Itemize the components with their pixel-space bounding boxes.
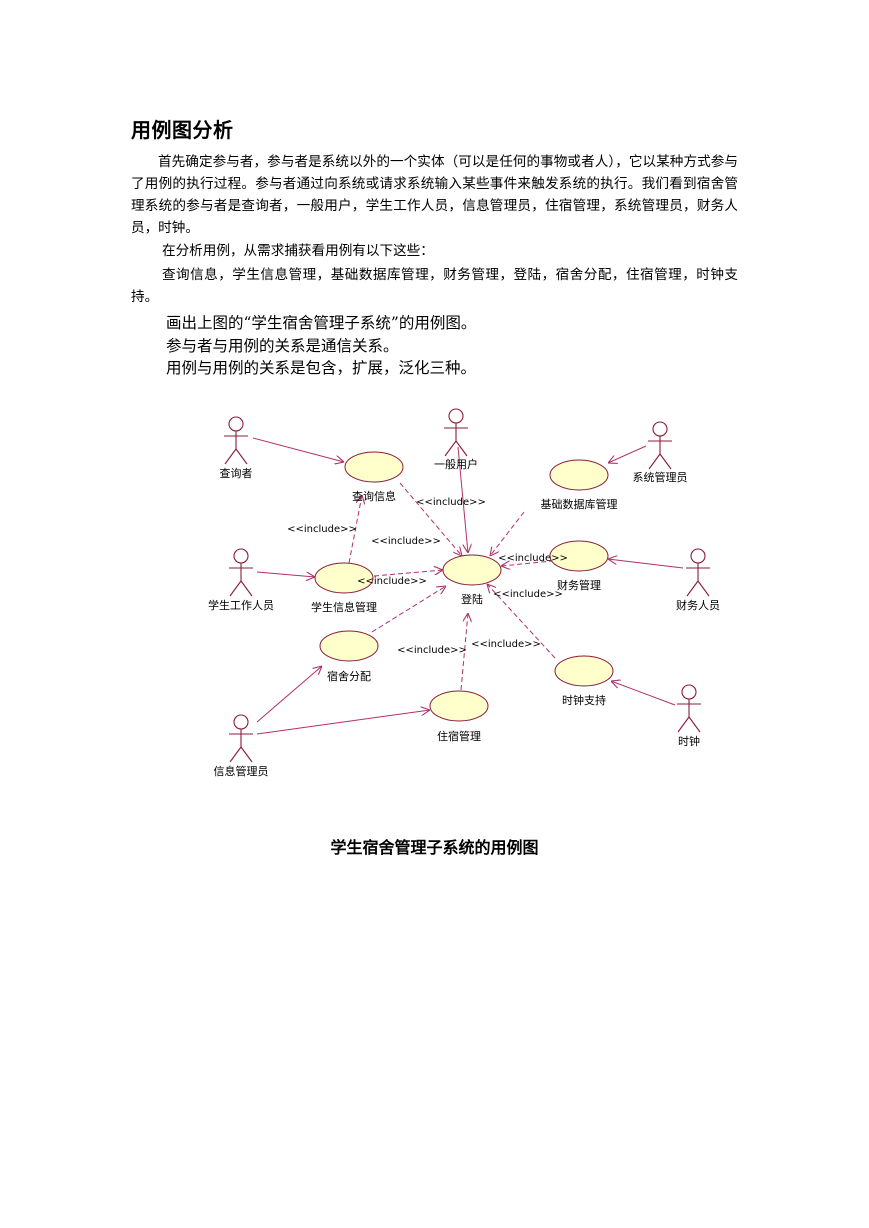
include-lodging-login — [460, 613, 468, 691]
link-infoadmin-dorm — [256, 666, 322, 723]
usecase-label-query-info: 查询信息 — [352, 489, 396, 503]
usecase-label-dorm-assign: 宿舍分配 — [327, 669, 371, 683]
include-studentinfo-login — [373, 570, 443, 577]
link-sysadmin-basedb — [608, 445, 647, 463]
figure-caption: 学生宿舍管理子系统的用例图 — [330, 838, 539, 857]
include-stereotype-label: <<include>> — [287, 524, 357, 535]
include-basedb-login — [490, 511, 525, 556]
include-stereotype-label: <<include>> — [357, 576, 427, 587]
diagram-labels: <<include>> <<include>> <<include>> <<inclu… — [208, 457, 720, 778]
usecase-lodging-mgmt — [429, 690, 489, 722]
section-heading: 用例图分析 — [131, 118, 234, 142]
include-studentinfo-query — [348, 495, 362, 564]
usecase-login — [442, 554, 502, 586]
include-stereotype-label: <<include>> — [493, 589, 563, 600]
link-user-login — [457, 446, 468, 553]
actor-student-staff-icon — [229, 548, 253, 597]
actor-label-finance-staff: 财务人员 — [676, 598, 720, 612]
paragraph-usecase-intro: 在分析用例，从需求捕获看用例有以下这些： — [162, 243, 434, 259]
usecase-student-info — [314, 562, 374, 594]
actor-general-user-icon — [444, 408, 468, 457]
note-usecase-relation: 用例与用例的关系是包含，扩展，泛化三种。 — [166, 359, 477, 377]
link-inquirer-query — [252, 437, 344, 462]
diagram-shapes — [224, 408, 710, 763]
usecase-base-db — [549, 459, 609, 491]
actor-label-sys-admin: 系统管理员 — [633, 470, 688, 484]
actor-label-info-admin: 信息管理员 — [214, 764, 269, 778]
actor-finance-staff-icon — [686, 548, 710, 597]
usecase-query-info — [344, 451, 404, 483]
actor-clock-icon — [677, 684, 701, 733]
include-stereotype-label: <<include>> — [471, 639, 541, 650]
actor-label-student-staff: 学生工作人员 — [208, 598, 274, 612]
usecase-clock-support — [554, 655, 614, 687]
actor-sys-admin-icon — [648, 421, 672, 470]
usecase-label-finance-mgmt: 财务管理 — [557, 578, 601, 592]
usecase-label-clock-support: 时钟支持 — [562, 693, 606, 707]
usecase-label-lodging-mgmt: 住宿管理 — [437, 729, 481, 743]
usecase-label-base-db: 基础数据库管理 — [541, 497, 618, 511]
include-stereotype-label: <<include>> — [498, 553, 568, 564]
usecase-label-student-info: 学生信息管理 — [311, 600, 377, 614]
paragraph-actors: 首先确定参与者，参与者是系统以外的一个实体（可以是任何的事物或者人），它以某种方… — [131, 154, 738, 236]
include-stereotype-label: <<include>> — [397, 645, 467, 656]
actor-label-clock: 时钟 — [678, 734, 700, 748]
actor-inquirer-icon — [224, 416, 248, 465]
link-staff-studentinfo — [256, 571, 315, 577]
include-stereotype-label: <<include>> — [416, 497, 486, 508]
usecase-label-login: 登陆 — [461, 592, 483, 606]
paragraph-usecase-list: 查询信息，学生信息管理，基础数据库管理，财务管理，登陆，宿舍分配，住宿管理，时钟… — [131, 267, 738, 305]
actor-label-inquirer: 查询者 — [220, 466, 253, 480]
diagram-links — [252, 437, 684, 735]
link-finance-financemgmt — [608, 559, 684, 569]
actor-label-general-user: 一般用户 — [434, 457, 478, 471]
include-stereotype-label: <<include>> — [371, 536, 441, 547]
usecase-dorm-assign — [319, 630, 379, 662]
note-draw-diagram: 画出上图的“学生宿舍管理子系统”的用例图。 — [166, 314, 477, 332]
link-clock-clocksupport — [611, 681, 676, 706]
include-clock-login — [487, 584, 556, 659]
actor-info-admin-icon — [229, 714, 253, 763]
note-actor-relation: 参与者与用例的关系是通信关系。 — [166, 337, 399, 355]
link-infoadmin-lodging — [256, 710, 430, 735]
usecase-finance-mgmt — [549, 540, 609, 572]
include-dorm-login — [371, 586, 446, 633]
